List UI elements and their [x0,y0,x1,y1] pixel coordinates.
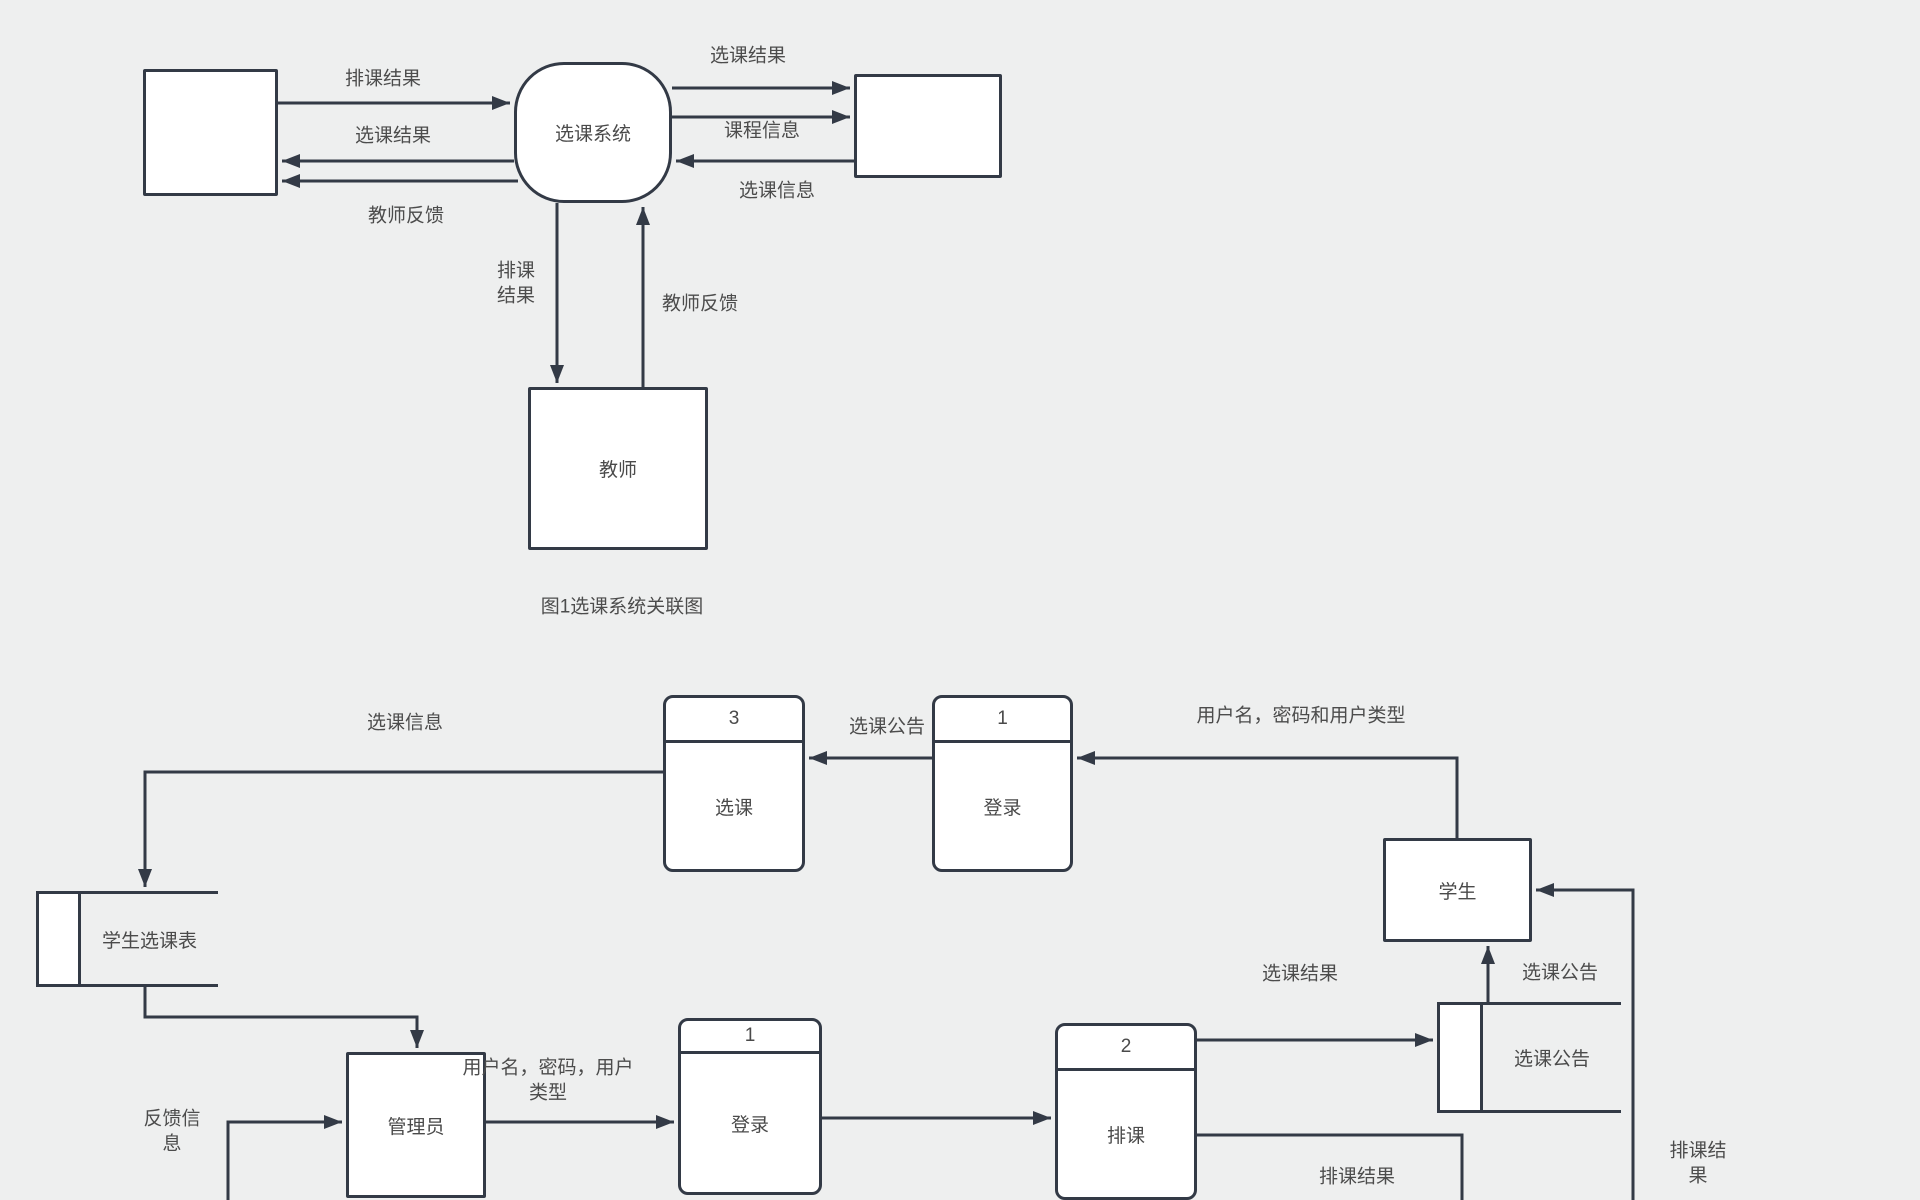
process-denglu-bottom-number: 1 [681,1021,819,1054]
process-course-selection-system: 选课系统 [514,62,672,203]
flow-label-kecheng-xinxi: 课程信息 [723,120,801,142]
process-denglu-top-label: 登录 [983,797,1022,819]
external-entity-right-blank [854,74,1002,178]
process-denglu-bottom-label: 登录 [730,1114,769,1136]
flow-label-xuanke-jieguo-right: 选课结果 [709,45,787,67]
flow-label-jiaoshi-fankui-up: 教师反馈 [661,293,739,315]
flow-label-username-top: 用户名，密码和用户类型 [1196,705,1406,727]
external-entity-admin: 管理员 [346,1052,486,1198]
flow-label-username-bottom: 用户名，密码，用户 类型 [462,1057,634,1104]
flow-label-paike-jieguo-bottom: 排课结果 [1318,1166,1396,1188]
flow-label-xuanke-gonggao-right: 选课公告 [1521,962,1599,984]
external-entity-teacher: 教师 [528,387,708,550]
data-store-left-bar [39,894,81,984]
flow-label-xuanke-xinxi: 选课信息 [366,712,444,734]
student-label: 学生 [1438,881,1477,903]
process-paike: 2 排课 [1055,1023,1197,1200]
admin-label: 管理员 [387,1116,445,1138]
data-store-announcement: 选课公告 [1437,1002,1621,1113]
teacher-label: 教师 [598,460,637,481]
diagram-caption: 图1选课系统关联图 [540,596,704,618]
flow-label-xuanke-jieguo-left: 选课结果 [354,125,432,147]
data-store-announcement-label: 选课公告 [1513,1049,1590,1070]
process-denglu-bottom: 1 登录 [678,1018,822,1195]
flow-label-fankui-xinxi: 反馈信 息 [143,1108,201,1155]
process-paike-number: 2 [1058,1026,1194,1071]
external-entity-left-blank [143,69,278,196]
flow-label-paike-jieguo-left: 排课结果 [344,68,422,90]
process-course-selection-system-label: 选课系统 [554,124,631,145]
process-xuanke-label: 选课 [714,797,753,819]
flow-label-xuanke-xinxi-top: 选课信息 [738,180,816,202]
process-denglu-top-number: 1 [935,698,1070,743]
flow-label-paike-jieguo-down: 排课 结果 [496,260,536,307]
data-store-student-course-table: 学生选课表 [36,891,218,987]
process-xuanke: 3 选课 [663,695,805,872]
external-entity-student: 学生 [1383,838,1532,942]
flow-label-jiaoshi-fankui-left: 教师反馈 [367,205,445,227]
process-denglu-top: 1 登录 [932,695,1073,872]
process-paike-label: 排课 [1106,1125,1145,1147]
flow-label-xuanke-jieguo: 选课结果 [1261,963,1339,985]
data-store-left-bar [1440,1005,1483,1110]
data-store-student-course-table-label: 学生选课表 [101,930,197,952]
flow-label-paike-jieguo-right: 排课结 果 [1669,1140,1727,1187]
flow-label-xuanke-gonggao-mid: 选课公告 [848,716,926,738]
process-xuanke-number: 3 [666,698,802,743]
